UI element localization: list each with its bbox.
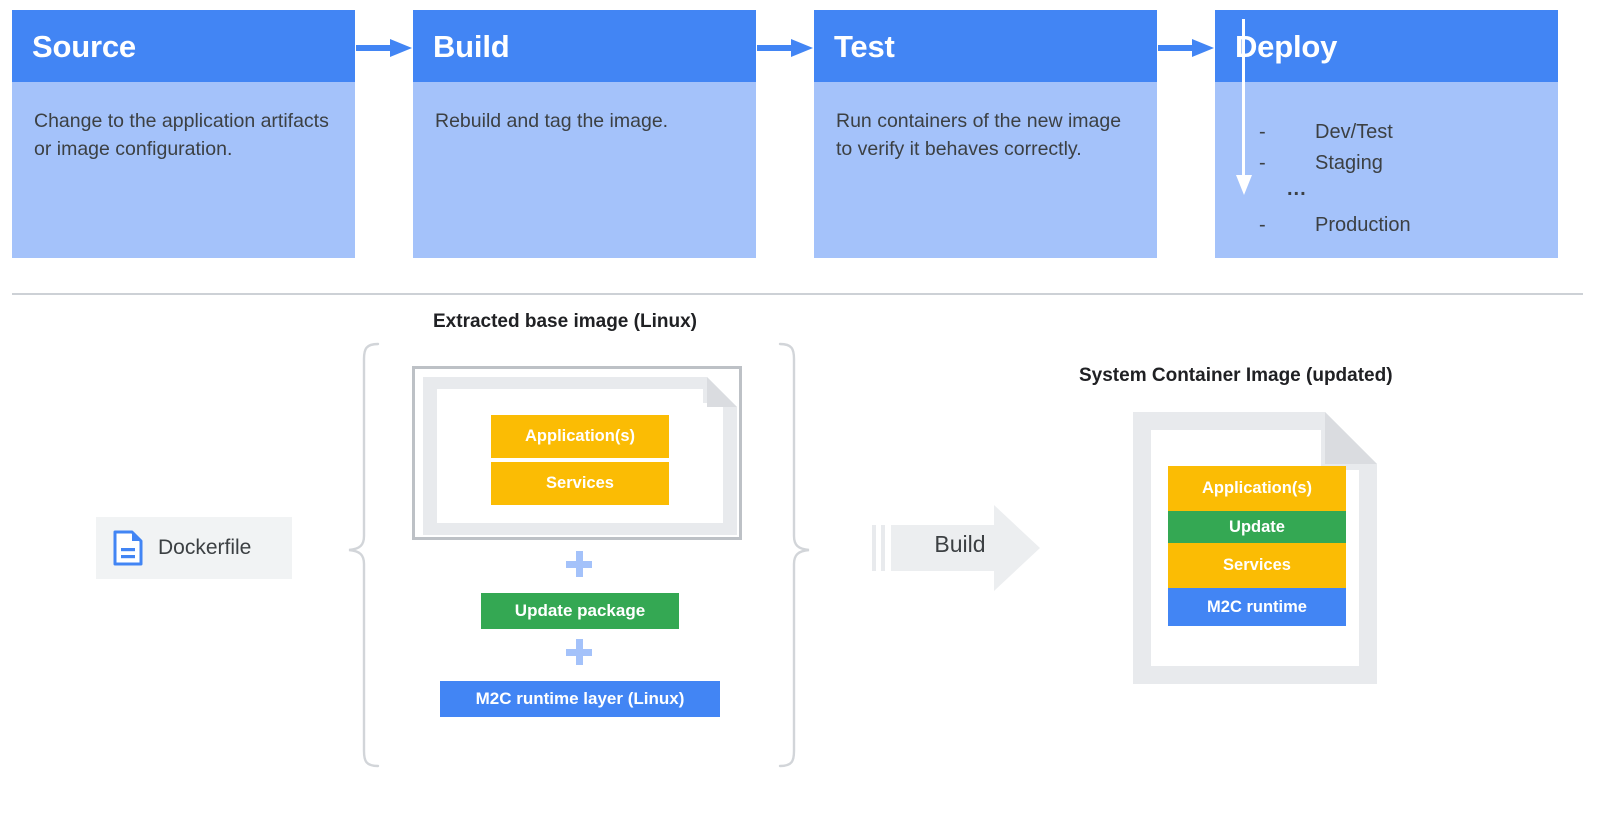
layer-bar-services: Services: [491, 462, 669, 505]
layer-bar-services: Services: [1168, 543, 1346, 588]
plus-sign-2: [566, 639, 592, 665]
stage-title-deploy: Deploy: [1235, 28, 1338, 64]
list-dash: -: [1259, 214, 1266, 236]
pipeline-stage-build: Build Rebuild and tag the image.: [413, 10, 756, 258]
stage-header-source: Source: [12, 10, 355, 82]
stage-header-deploy: Deploy: [1215, 10, 1558, 82]
stage-header-test: Test: [814, 10, 1157, 82]
stage-body-test: Run containers of the new image to verif…: [836, 110, 1122, 160]
list-dash: -: [1259, 121, 1266, 143]
layer-bar-m2c-runtime-layer: M2C runtime layer (Linux): [440, 681, 720, 717]
deploy-env-label: Production: [1315, 214, 1411, 236]
arrow-down-icon: [1236, 19, 1252, 195]
deploy-list-ellipsis: ...: [1287, 178, 1307, 200]
layer-bar-m2c-runtime: M2C runtime: [1168, 588, 1346, 626]
stage-body-deploy: - Dev/Test - Staging ... - Production: [1215, 19, 1558, 258]
deploy-environment-list: - Dev/Test - Staging ... - Production: [1259, 118, 1519, 242]
stage-title-build: Build: [433, 28, 510, 64]
connector-arrow-test-to-deploy: [1158, 38, 1216, 58]
deploy-env-label: Staging: [1315, 152, 1383, 174]
stage-title-test: Test: [834, 28, 895, 64]
layer-bar-applications: Application(s): [491, 415, 669, 458]
extracted-base-image-frame: Application(s) Services: [412, 366, 742, 540]
plus-icon: [566, 551, 592, 577]
deploy-list-item: - Staging: [1259, 149, 1519, 180]
list-dash: -: [1259, 152, 1266, 174]
arrow-right-icon: [757, 39, 813, 57]
plus-icon: [566, 639, 592, 665]
connector-arrow-build-to-test: [757, 38, 815, 58]
plus-sign-1: [566, 551, 592, 577]
extracted-layer-stack: Application(s) Services: [491, 415, 669, 505]
deploy-list-item: - Dev/Test: [1259, 118, 1519, 149]
layer-bar-applications: Application(s): [1168, 466, 1346, 511]
deploy-list-item: - Production: [1259, 211, 1519, 242]
pipeline-stage-source: Source Change to the application artifac…: [12, 10, 355, 258]
arrow-right-icon: [1158, 39, 1214, 57]
dockerfile-document-icon: [113, 530, 143, 566]
deploy-env-label: Dev/Test: [1315, 121, 1393, 143]
block-arrow-right-icon: [872, 505, 1040, 591]
grouping-brace-left: [346, 341, 380, 769]
system-container-image-label: System Container Image (updated): [1079, 365, 1393, 386]
system-container-image-document: Application(s) Update Services M2C runti…: [1129, 408, 1381, 688]
stage-title-source: Source: [32, 28, 136, 64]
stage-header-build: Build: [413, 10, 756, 82]
dockerfile-chip[interactable]: Dockerfile: [96, 517, 292, 579]
stage-body-build: Rebuild and tag the image.: [435, 110, 669, 132]
stage-body-source: Change to the application artifacts or i…: [34, 110, 329, 160]
dockerfile-label: Dockerfile: [158, 536, 252, 559]
pipeline-stage-deploy: Deploy - Dev/Test - Staging ...: [1215, 10, 1558, 258]
layer-bar-update-package: Update package: [481, 593, 679, 629]
arrow-right-icon: [356, 39, 412, 57]
deploy-progression-arrow-icon: [1233, 19, 1255, 197]
curly-brace-left-icon: [348, 342, 380, 768]
build-process-arrow: [872, 505, 1042, 591]
connector-arrow-source-to-build: [356, 38, 414, 58]
grouping-brace-right: [778, 341, 812, 769]
system-layer-stack: Application(s) Update Services M2C runti…: [1168, 466, 1346, 626]
pipeline-stage-test: Test Run containers of the new image to …: [814, 10, 1157, 258]
section-divider: [12, 293, 1583, 295]
extracted-base-image-label: Extracted base image (Linux): [433, 311, 697, 332]
curly-brace-right-icon: [778, 342, 810, 768]
layer-bar-update: Update: [1168, 511, 1346, 543]
